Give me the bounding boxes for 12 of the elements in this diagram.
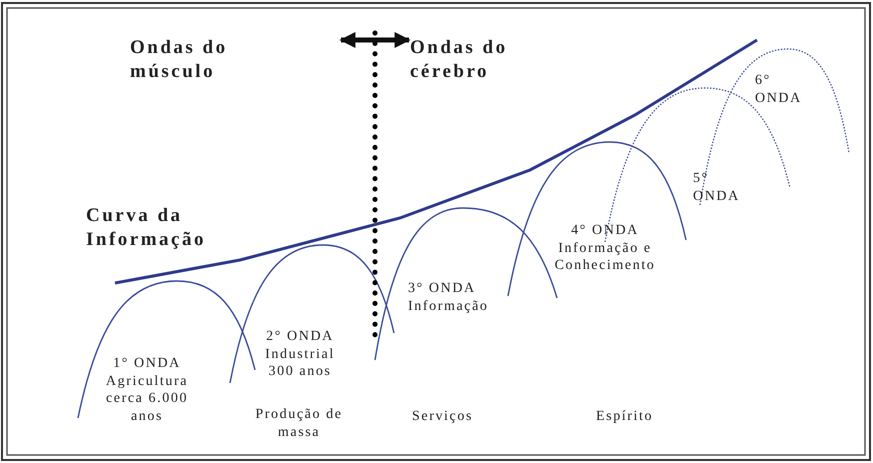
sector-label: Espírito [596,408,654,426]
wave-label: 4° ONDA Informação e Conhecimento [554,222,656,274]
wave-label: 3° ONDA Informação [408,280,490,315]
wave-label: 2° ONDA Industrial 300 anos [264,328,336,380]
sector-label: Serviços [412,408,474,426]
wave-label: 6° ONDA [755,72,803,107]
wave-label: 1° ONDA Agricultura cerca 6.000 anos [104,355,190,425]
sector-label: Produção de massa [254,406,344,441]
heading-label: Ondas do músculo [130,36,229,84]
wave-label: 5° ONDA [693,170,741,205]
curve-label: Curva da Informação [86,204,207,252]
heading-label: Ondas do cérebro [410,36,509,84]
